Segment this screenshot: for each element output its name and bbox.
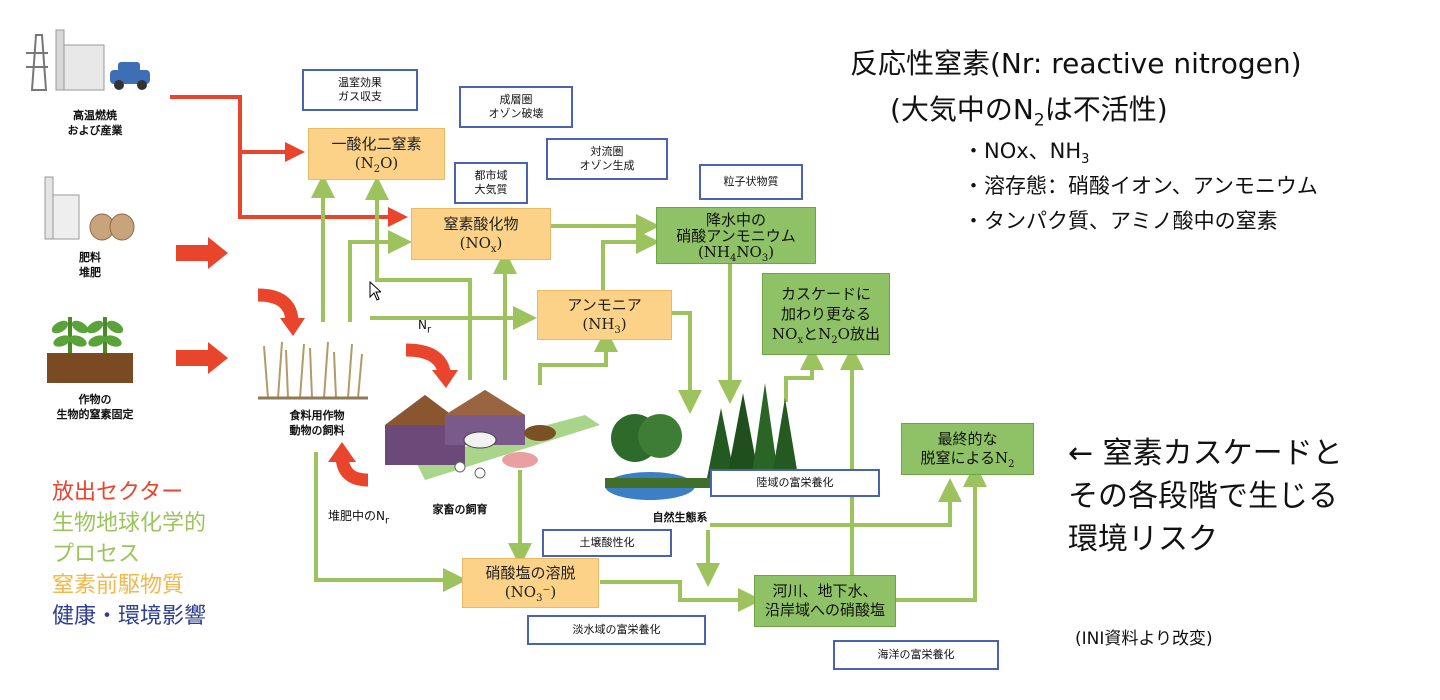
- legend-biogeochemical-2: プロセス: [52, 542, 141, 567]
- legend-biogeochemical-1: 生物地球化学的: [52, 511, 207, 536]
- legend-precursor: 窒素前駆物質: [52, 573, 185, 598]
- rain-ammonium-nitrate-box: 降水中の 硝酸アンモニウム (NH4NO3): [656, 207, 816, 264]
- mouse-cursor-icon: [369, 281, 381, 301]
- bullet-dissolved: ・溶存態：硝酸イオン、アンモニウム: [963, 174, 1318, 198]
- crop-fixation-label: 作物の 生物的窒素固定: [56, 393, 134, 421]
- title-line-1: 反応性窒素(Nr: reactive nitrogen): [850, 47, 1302, 80]
- ecosystem-label: 自然生態系: [652, 511, 708, 524]
- cascade-emission-box: カスケードに 加わり更なる NOxとN2O放出: [762, 273, 890, 355]
- tropospheric-ozone-box: 対流圏 オゾン生成: [546, 138, 668, 180]
- land-eutrophication-box: 陸域の富栄養化: [710, 469, 880, 497]
- legend-emission: 放出セクター: [52, 480, 184, 505]
- combustion-label: 高温燃焼 および産業: [67, 109, 123, 137]
- river-nitrate-box: 河川、地下水、 沿岸域への硝酸塩: [754, 575, 896, 627]
- biogeochemical-arrows: [311, 174, 987, 612]
- source-note: (INI資料より改変): [1075, 629, 1213, 649]
- crops-label: 食料用作物 動物の飼料: [289, 409, 345, 437]
- livestock-label: 家畜の飼育: [432, 503, 488, 516]
- legume-crop-illustration: [45, 305, 135, 385]
- particulate-matter-box: 粒子状物質: [699, 164, 803, 200]
- ocean-eutrophication-box: 海洋の富栄養化: [833, 640, 999, 670]
- greenhouse-gas-box: 温室効果 ガス収支: [302, 69, 418, 111]
- legend: 放出セクター 生物地球化学的 プロセス 窒素前駆物質 健康・環境影響: [52, 477, 206, 632]
- livestock-illustration: [385, 385, 600, 485]
- freshwater-eutrophication-box: 淡水域の富栄養化: [527, 615, 706, 645]
- fertilizer-label: 肥料 堆肥: [79, 251, 101, 279]
- wheat-icon: [258, 341, 368, 400]
- nitrate-leaching-box: 硝酸塩の溶脱 (NO3⁻): [462, 558, 599, 608]
- ecosystem-illustration: [605, 378, 810, 503]
- factory-icon: [26, 29, 150, 91]
- n2o-box: 一酸化二窒素 (N2O): [308, 128, 445, 180]
- soil-acidification-box: 土壌酸性化: [542, 529, 672, 557]
- bullet-protein: ・タンパク質、アミノ酸中の窒素: [963, 209, 1278, 233]
- stratospheric-ozone-box: 成層圏 オゾン破壊: [459, 86, 573, 128]
- final-denitrification-box: 最終的な 脱窒によるN2: [901, 423, 1034, 475]
- title-line-2: (大気中のN2は不活性): [890, 93, 1168, 131]
- combustion-emission-arrows: [170, 95, 408, 227]
- manure-nr-label: 堆肥中のNr: [328, 509, 390, 527]
- crops-illustration: [258, 338, 368, 400]
- bullet-nox-nh3: ・NOx、NH3: [963, 139, 1090, 168]
- nh3-box: アンモニア (NH3): [537, 290, 672, 340]
- fertilizer-icon: [44, 176, 135, 241]
- fertilizer-illustration: [40, 175, 140, 245]
- nox-box: 窒素酸化物 (NOx): [411, 208, 551, 260]
- cascade-note: ← 窒素カスケードと その各段階で生じる 環境リスク: [1068, 436, 1343, 557]
- urban-air-quality-box: 都市域 大気質: [454, 162, 528, 204]
- source-emission-arrows: [176, 237, 228, 374]
- legend-impact: 健康・環境影響: [52, 604, 207, 629]
- forest-icon: [605, 383, 810, 500]
- barn-icon: [385, 390, 600, 480]
- plant-icon: [47, 317, 133, 383]
- factory-car-illustration: [18, 25, 163, 95]
- nr-label: Nr: [418, 318, 432, 336]
